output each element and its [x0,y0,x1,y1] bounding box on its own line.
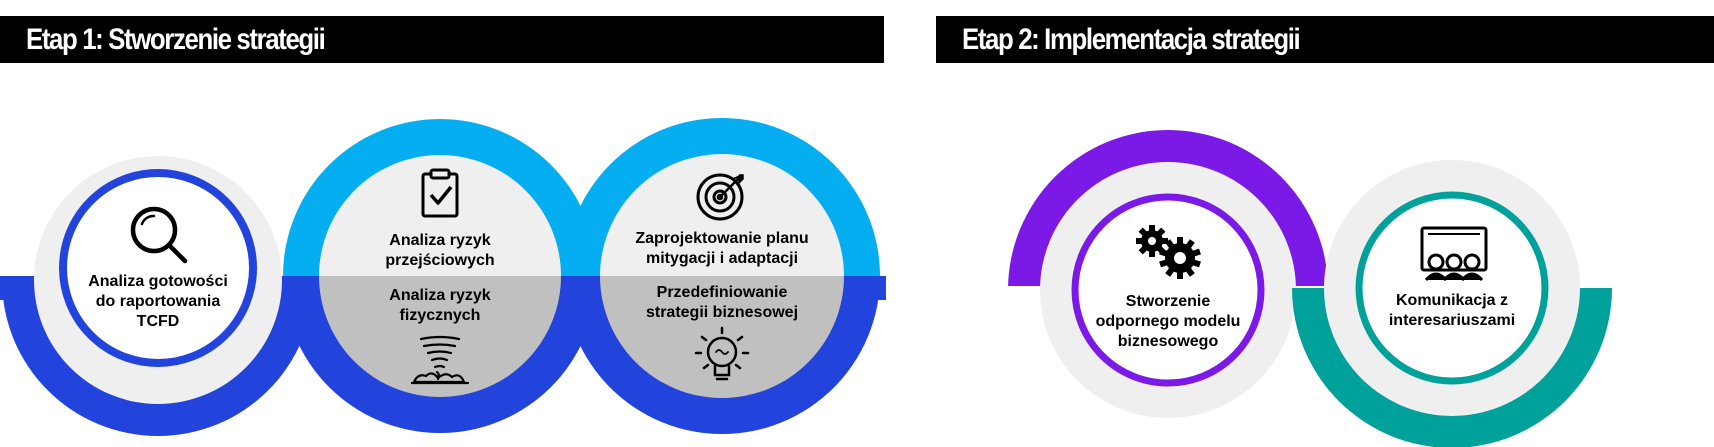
stage2-banner: Etap 2: Implementacja strategii [936,16,1714,63]
gears-icon [1136,225,1201,279]
disc-teal [1355,191,1549,385]
stage2-rings [1008,130,1612,447]
audience-screen-icon [1420,226,1488,282]
magnifier-icon [130,206,188,264]
stage1-rings [0,118,886,436]
clipboard-check-icon [421,168,459,218]
tornado-icon [410,335,470,385]
disc-1 [59,169,257,367]
lightbulb-icon [694,326,750,381]
stage2-title: Etap 2: Implementacja strategii [962,23,1301,56]
stage1-banner: Etap 1: Stworzenie strategii [0,16,884,63]
disc-top-3 [600,154,844,276]
disc-purple [1071,193,1265,387]
target-icon [696,173,744,221]
stage1-title: Etap 1: Stworzenie strategii [26,23,326,56]
